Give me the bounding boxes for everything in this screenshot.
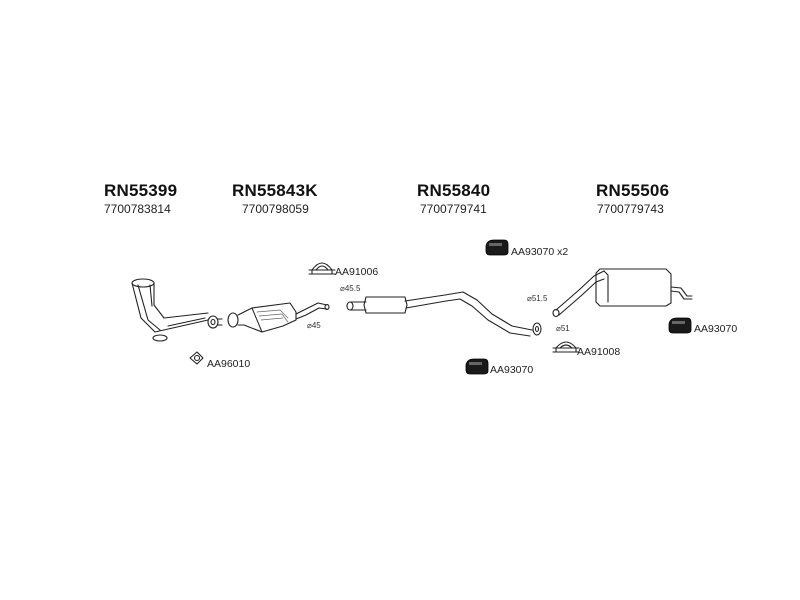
label-clamp-1: AA91006 [335,266,379,278]
oem-number-downpipe: 7700783814 [104,202,171,216]
rubber-hanger-icon-top [485,239,509,256]
label-hanger-mid: AA93070 [490,364,534,376]
diameter-label-1: ⌀45.5 [340,284,361,293]
oem-number-catalyst: 7700798059 [242,202,309,216]
rubber-hanger-icon-mid [465,358,489,375]
part-code-rear-silencer: RN55506 [596,181,670,200]
rubber-hanger-icon-rear [668,317,692,334]
label-gasket: AA96010 [207,358,251,370]
catalyst-drawing [227,302,330,333]
diameter-label-3: ⌀51.5 [527,294,548,303]
diameter-label-2: ⌀45 [307,321,321,330]
middle-silencer-drawing [346,291,542,337]
label-hanger-top: AA93070 x2 [511,246,569,258]
diameter-label-4: ⌀51 [556,324,570,333]
part-code-middle-silencer: RN55840 [417,181,491,200]
oem-number-rear-silencer: 7700779743 [597,202,664,216]
rear-silencer-drawing [552,268,693,318]
oem-number-middle-silencer: 7700779741 [420,202,487,216]
label-clamp-2: AA91008 [577,346,621,358]
label-hanger-rear: AA93070 [694,323,738,335]
clamp-icon [308,262,336,275]
part-code-catalyst: RN55843K [232,181,318,200]
part-code-downpipe: RN55399 [104,181,178,200]
gasket-icon [189,351,204,365]
clamp-icon-2 [552,341,580,353]
downpipe-drawing [131,278,223,342]
